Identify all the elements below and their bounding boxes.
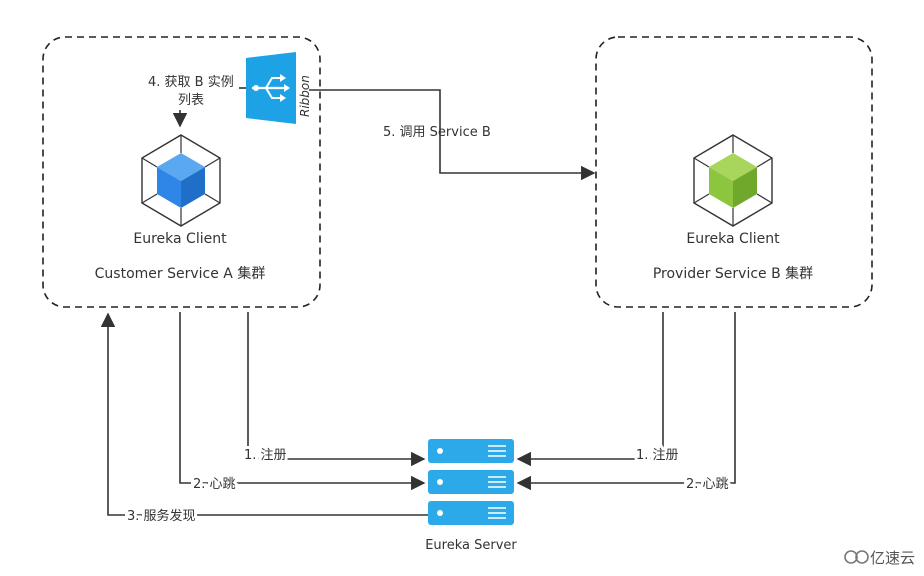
cluster-b-label: Provider Service B 集群 (653, 265, 813, 282)
client-a-cube-icon (141, 134, 221, 227)
ribbon-label: Ribbon (298, 75, 312, 117)
b-heartbeat-label: 2. 心跳 (686, 477, 729, 492)
a-register-label: 1. 注册 (244, 448, 287, 463)
a-heartbeat-label: 2. 心跳 (193, 477, 236, 492)
watermark-text: 亿速云 (870, 549, 915, 567)
a-register-arrow (247, 312, 426, 467)
a-discovery-label: 3. 服务发现 (127, 508, 196, 524)
fetch-instances-label-line2: 列表 (178, 93, 204, 108)
fetch-instances-label-line1: 4. 获取 B 实例 (148, 75, 234, 90)
b-heartbeat-arrow (516, 312, 736, 491)
b-register-arrow (516, 312, 664, 467)
b-register-label: 1. 注册 (636, 448, 679, 463)
watermark-logo-icon (844, 550, 869, 564)
eureka-server-icon (428, 439, 514, 525)
cluster-a-label: Customer Service A 集群 (95, 265, 266, 282)
cluster-b-box (595, 36, 873, 308)
client-b-cube-icon (693, 134, 773, 227)
a-discovery-arrow (100, 312, 428, 516)
ribbon-icon (246, 52, 296, 124)
a-heartbeat-arrow (179, 312, 426, 491)
call-service-b-arrow (309, 89, 596, 181)
eureka-server-label: Eureka Server (425, 538, 517, 553)
call-service-b-label: 5. 调用 Service B (383, 125, 491, 140)
client-a-label: Eureka Client (133, 231, 227, 247)
client-b-label: Eureka Client (686, 231, 780, 247)
